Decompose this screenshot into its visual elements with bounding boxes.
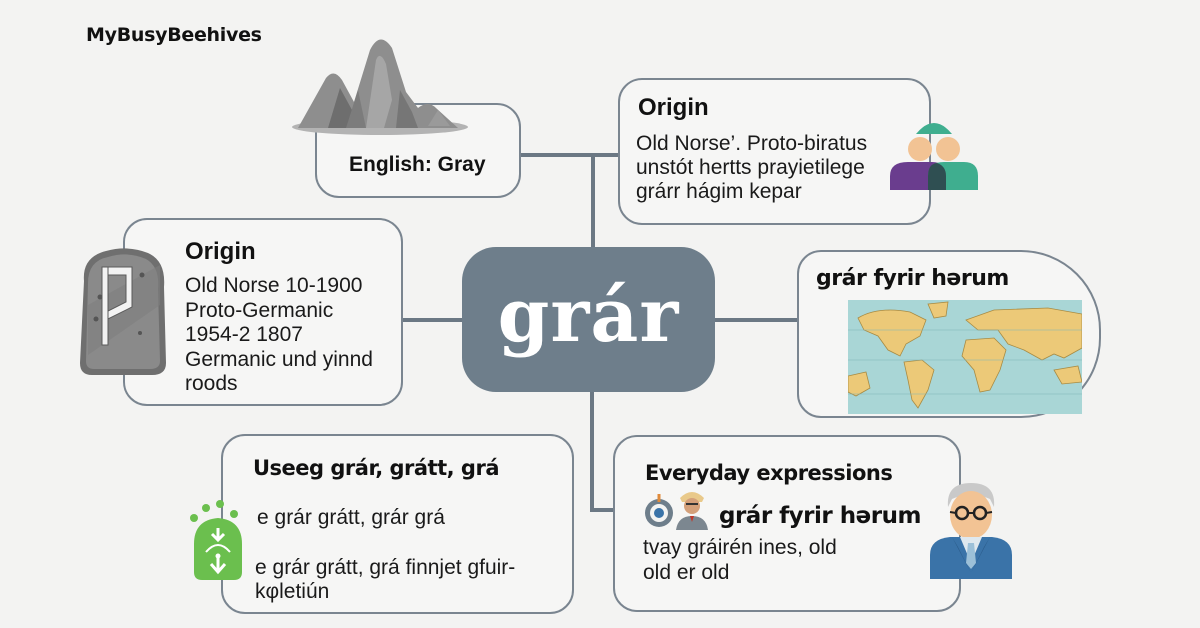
- connector-top-horizontal: [520, 153, 618, 157]
- people-icon: [888, 112, 980, 190]
- connector-bottom-horizontal: [590, 508, 615, 512]
- usage-line: kφletiún: [255, 580, 330, 603]
- origin-left-line: Germanic und yinnd: [185, 347, 373, 371]
- origin-top-text: Old Norse’. Proto-biratus unstót hertts …: [636, 132, 896, 204]
- node-everyday[interactable]: Everyday expressions grár fyrir hərum tv…: [613, 435, 961, 612]
- rune-stone-icon: [76, 245, 170, 377]
- origin-left-line: Old Norse 10-1900: [185, 274, 363, 297]
- everyday-title: Everyday expressions: [645, 461, 893, 485]
- origin-left-text: Old Norse 10-1900 Proto-Germanic 1954-2 …: [185, 274, 395, 397]
- origin-top-title: Origin: [638, 94, 709, 121]
- connector-left: [402, 318, 464, 322]
- center-node[interactable]: grár: [462, 247, 715, 392]
- origin-left-line: Proto-Germanic: [185, 298, 334, 322]
- world-map-icon: [848, 300, 1082, 414]
- brand-logo-text: MyBusyBeehives: [86, 24, 262, 46]
- origin-left-line: roods: [185, 372, 238, 395]
- origin-left-title: Origin: [185, 238, 256, 265]
- connector-top-vertical: [591, 153, 595, 249]
- center-word: grár: [497, 272, 680, 359]
- connector-right: [713, 318, 799, 322]
- node-origin-top[interactable]: Origin Old Norse’. Proto-biratus unstót …: [618, 78, 931, 225]
- origin-left-line: 1954-2 1807: [185, 323, 303, 346]
- usage-line: e grár grátt, grá finnjet gfuir-: [255, 556, 516, 579]
- origin-top-line: grárr hágim kepar: [636, 180, 802, 203]
- connector-bottom-vertical: [590, 390, 594, 512]
- usage-line: e grár grátt, grár grá: [257, 506, 445, 529]
- green-badge-icon: [188, 494, 248, 584]
- map-title: grár fyrir hərum: [816, 266, 1009, 291]
- target-icon: [643, 494, 675, 528]
- everyday-text: tvay gráirén ines, old old er old: [643, 535, 837, 585]
- origin-top-line: Old Norse’. Proto-biratus: [636, 132, 868, 155]
- everyday-line: tvay gráirén ines, old: [643, 536, 837, 559]
- english-label: English: Gray: [349, 153, 486, 176]
- mountain-icon: [288, 30, 468, 135]
- everyday-subtitle: grár fyrir hərum: [719, 503, 921, 529]
- origin-top-line: unstót hertts prayietilege: [636, 156, 865, 179]
- node-origin-left[interactable]: Origin Old Norse 10-1900 Proto-Germanic …: [123, 218, 403, 406]
- node-usage[interactable]: Useeg grár, grátt, grá e grár grátt, grá…: [221, 434, 574, 614]
- old-man-icon: [928, 477, 1014, 579]
- usage-title: Useeg grár, grátt, grá: [253, 456, 499, 480]
- person-icon: [674, 486, 710, 530]
- everyday-line: old er old: [643, 561, 730, 584]
